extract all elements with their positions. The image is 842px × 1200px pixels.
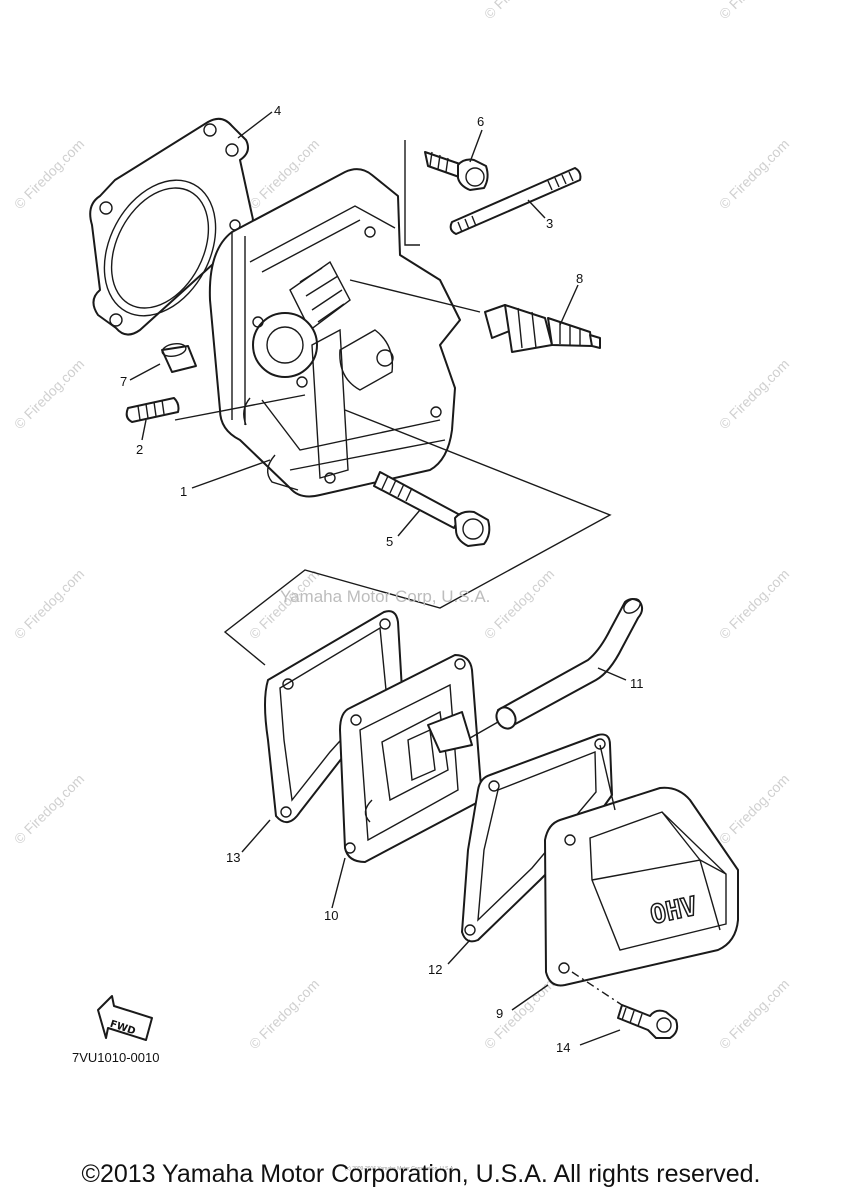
callout-numbers: 4 6 3 8 7 2 1 5 11 13 10 12 9 14 [120, 103, 644, 1055]
callout-5: 5 [386, 534, 393, 549]
callout-8: 8 [576, 271, 583, 286]
watermark: © Firedog.com [716, 356, 792, 432]
watermark: © Firedog.com [716, 136, 792, 212]
watermark: © Firedog.com [481, 566, 557, 642]
part-3-stud-bolt [449, 167, 582, 235]
part-14-screw [617, 1004, 679, 1039]
tiny-credit: (c) 2009-2016 Yamaha Motor Corporation, … [345, 1166, 455, 1172]
part-11-breather-hose [469, 598, 644, 739]
part-6-bolt [424, 151, 489, 191]
callout-9: 9 [496, 1006, 503, 1021]
watermark: © Firedog.com [716, 0, 792, 22]
watermark: © Firedog.com [716, 566, 792, 642]
watermark: © Firedog.com [11, 356, 87, 432]
part-10-breather-plate [339, 654, 483, 863]
callout-10: 10 [324, 908, 338, 923]
drawing-code: 7VU1010-0010 [72, 1050, 159, 1065]
watermark: © Firedog.com [11, 136, 87, 212]
fwd-arrow-icon: FWD [97, 995, 153, 1041]
callout-7: 7 [120, 374, 127, 389]
callout-14: 14 [556, 1040, 570, 1055]
watermark: © Firedog.com [716, 976, 792, 1052]
watermark: © Firedog.com [716, 771, 792, 847]
callout-4: 4 [274, 103, 281, 118]
callout-11: 11 [630, 676, 644, 691]
part-5-bolt [373, 471, 491, 547]
callout-12: 12 [428, 962, 442, 977]
part-7-dowel-pin [161, 343, 197, 373]
top-reference-lines [174, 140, 612, 666]
watermark: © Firedog.com [11, 771, 87, 847]
watermark: © Firedog.com [246, 976, 322, 1052]
callout-3: 3 [546, 216, 553, 231]
leader-lines [129, 111, 627, 1046]
callout-13: 13 [226, 850, 240, 865]
bottom-reference-lines [571, 744, 623, 1006]
callout-1: 1 [180, 484, 187, 499]
part-9-head-cover: OHV [544, 786, 739, 987]
part-8-spark-plug [484, 304, 601, 353]
part-13-cover-gasket [264, 610, 403, 823]
center-watermark: Yamaha Motor Corp, U.S.A. [280, 587, 490, 606]
copyright-notice: ©2013 Yamaha Motor Corporation, U.S.A. A… [81, 1160, 761, 1188]
callout-6: 6 [477, 114, 484, 129]
part-2-stud-bolt [125, 397, 180, 423]
callout-2: 2 [136, 442, 143, 457]
watermark: © Firedog.com [11, 566, 87, 642]
part-12-cover-gasket [461, 733, 613, 943]
part-1-cylinder-head [208, 168, 461, 498]
watermark: © Firedog.com [481, 0, 557, 22]
part-4-cylinder-head-gasket [89, 117, 254, 336]
